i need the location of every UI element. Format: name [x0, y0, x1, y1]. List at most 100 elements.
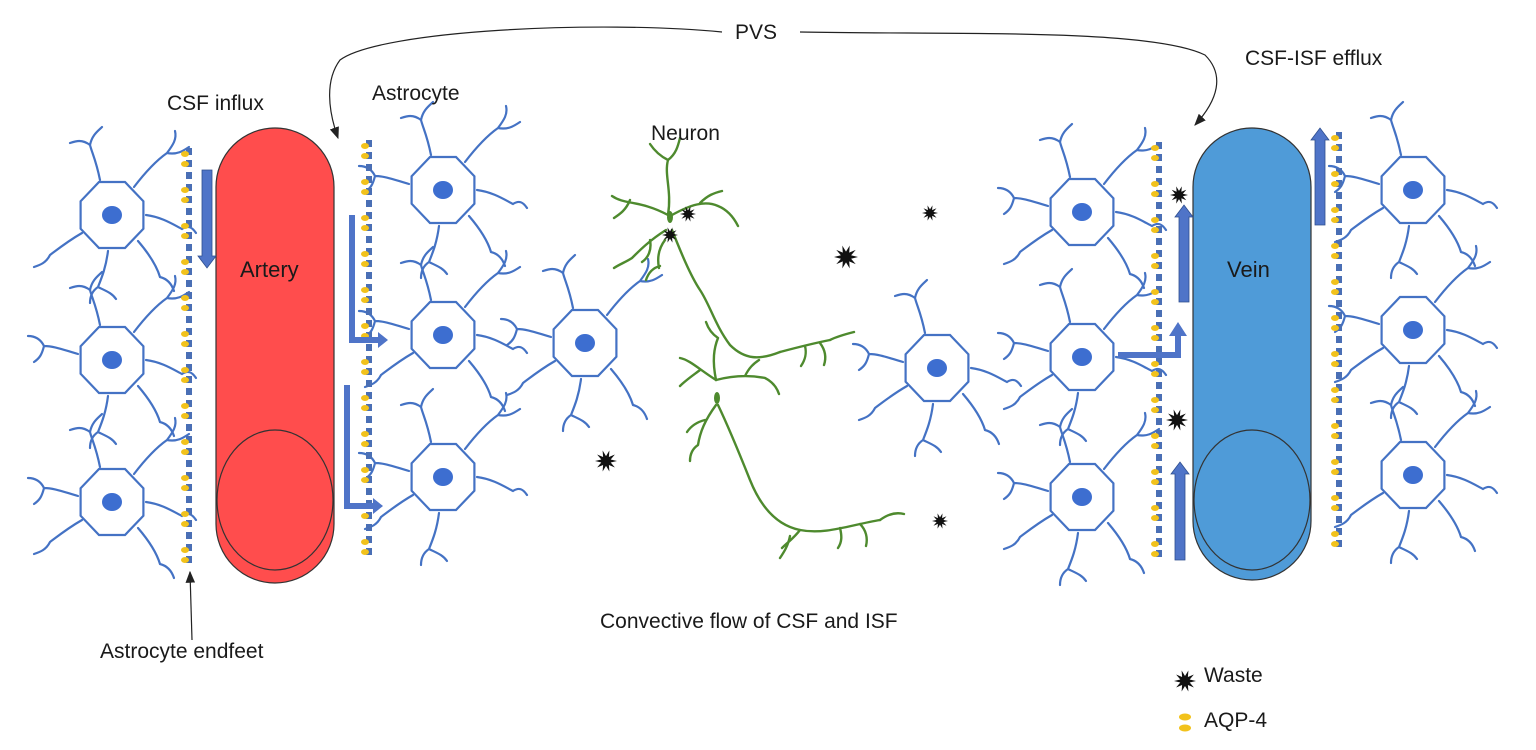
endfoot-segment — [1336, 372, 1342, 379]
aqp4-channel — [181, 413, 189, 419]
aqp4-channel — [1151, 371, 1159, 377]
endfoot-segment — [1336, 276, 1342, 283]
perivascular-flow-arrow — [349, 215, 388, 348]
aqp4-channel — [361, 143, 369, 149]
astrocyte-process — [893, 278, 929, 335]
endfoot-segment — [1156, 490, 1162, 497]
aqp4-channel — [1331, 387, 1339, 393]
aqp4-channel — [1151, 469, 1159, 475]
astrocyte-process — [136, 526, 176, 580]
astrocyte-process — [961, 392, 1001, 446]
aqp4-channel — [361, 297, 369, 303]
waste-particle — [662, 227, 678, 243]
endfoot-segment — [186, 232, 192, 239]
astrocyte-body — [1380, 295, 1446, 365]
endfoot-segment — [366, 536, 372, 543]
astrocyte-process — [1106, 236, 1146, 290]
aqp4-channel — [1151, 407, 1159, 413]
endfoot-segment — [1156, 454, 1162, 461]
aqp4-channel — [1151, 217, 1159, 223]
endfoot-segment — [186, 496, 192, 503]
endfoot-segment — [1156, 538, 1162, 545]
astrocyte-process — [26, 476, 80, 506]
endfoot-segment — [1336, 456, 1342, 463]
endfoot-segment — [366, 176, 372, 183]
endfoot-segment — [366, 404, 372, 411]
astrocyte-cell — [357, 100, 529, 280]
astrocyte-process — [475, 188, 529, 210]
endfoot-segment — [186, 256, 192, 263]
waste-star-icon-shape — [1174, 670, 1196, 692]
endfoot-segment — [1156, 442, 1162, 449]
endfoot-segment — [366, 512, 372, 519]
endfoot-segment — [1336, 192, 1342, 199]
aqp4-channel — [1331, 145, 1339, 151]
aqp4-channel — [181, 341, 189, 347]
endfoot-segment — [366, 152, 372, 159]
astrocyte-process — [996, 331, 1050, 361]
astrocyte-process — [475, 475, 529, 497]
astrocyte-body — [79, 180, 145, 250]
endfoot-segment — [186, 328, 192, 335]
endfoot-segment — [186, 208, 192, 215]
endfoot-column — [181, 148, 192, 563]
astrocyte-cell — [1327, 244, 1499, 420]
endfoot-segment — [1336, 432, 1342, 439]
neuron-dendrite — [778, 330, 856, 368]
astrocyte-process — [996, 471, 1050, 501]
astrocyte-body — [410, 155, 476, 225]
endfoot-segment — [186, 400, 192, 407]
aqp4-channel — [1331, 243, 1339, 249]
astrocyte-process — [541, 253, 577, 310]
astrocyte-process — [136, 239, 176, 293]
astrocyte-process — [419, 224, 449, 280]
aqp4-channel — [1331, 361, 1339, 367]
neuron-dendrite — [644, 238, 667, 282]
endfeet-columns — [181, 132, 1342, 563]
endfoot-segment — [1156, 154, 1162, 161]
astrocyte-process — [1437, 499, 1477, 553]
astrocyte-body — [1049, 462, 1115, 532]
endfoot-segment — [366, 488, 372, 495]
aqp4-channel — [361, 323, 369, 329]
endfoot-segment — [366, 188, 372, 195]
endfoot-segment — [366, 368, 372, 375]
aqp4-channel — [361, 431, 369, 437]
endfoot-segment — [186, 556, 192, 563]
endfoot-segment — [366, 248, 372, 255]
aqp4-channel — [1151, 433, 1159, 439]
aqp4-channel — [1331, 171, 1339, 177]
endfoot-segment — [1156, 382, 1162, 389]
perivascular-flow-arrow — [344, 385, 383, 514]
endfoot-segment — [1156, 406, 1162, 413]
astrocyte-process — [499, 317, 553, 347]
astrocyte-process — [1114, 210, 1168, 232]
endfoot-segment — [186, 508, 192, 515]
aqp4-channel — [1331, 217, 1339, 223]
endfoot-segment — [186, 532, 192, 539]
endfoot-segment — [186, 304, 192, 311]
astrocyte-process — [1333, 346, 1385, 384]
astrocyte-process — [1002, 373, 1054, 411]
aqp4-channel — [181, 233, 189, 239]
astrocyte-process — [1114, 355, 1168, 377]
waste-particle — [1166, 409, 1188, 431]
aqp4-channel — [181, 331, 189, 337]
astrocyte-process — [1333, 206, 1385, 244]
astrocyte-process — [609, 367, 649, 421]
endfoot-segment — [1336, 396, 1342, 403]
endfoot-segment — [186, 316, 192, 323]
csf-influx-label: CSF influx — [167, 92, 264, 115]
endfoot-segment — [1156, 310, 1162, 317]
endfeet-pointer — [185, 570, 196, 641]
endfoot-segment — [1336, 360, 1342, 367]
astrocyte-process — [467, 214, 507, 268]
aqp4-channel — [1151, 299, 1159, 305]
endfoot-segment — [1156, 418, 1162, 425]
astrocyte-process — [1002, 228, 1054, 266]
endfoot-segment — [186, 196, 192, 203]
endfoot-segment — [186, 376, 192, 383]
waste-particle — [932, 513, 948, 529]
endfoot-segment — [1156, 370, 1162, 377]
